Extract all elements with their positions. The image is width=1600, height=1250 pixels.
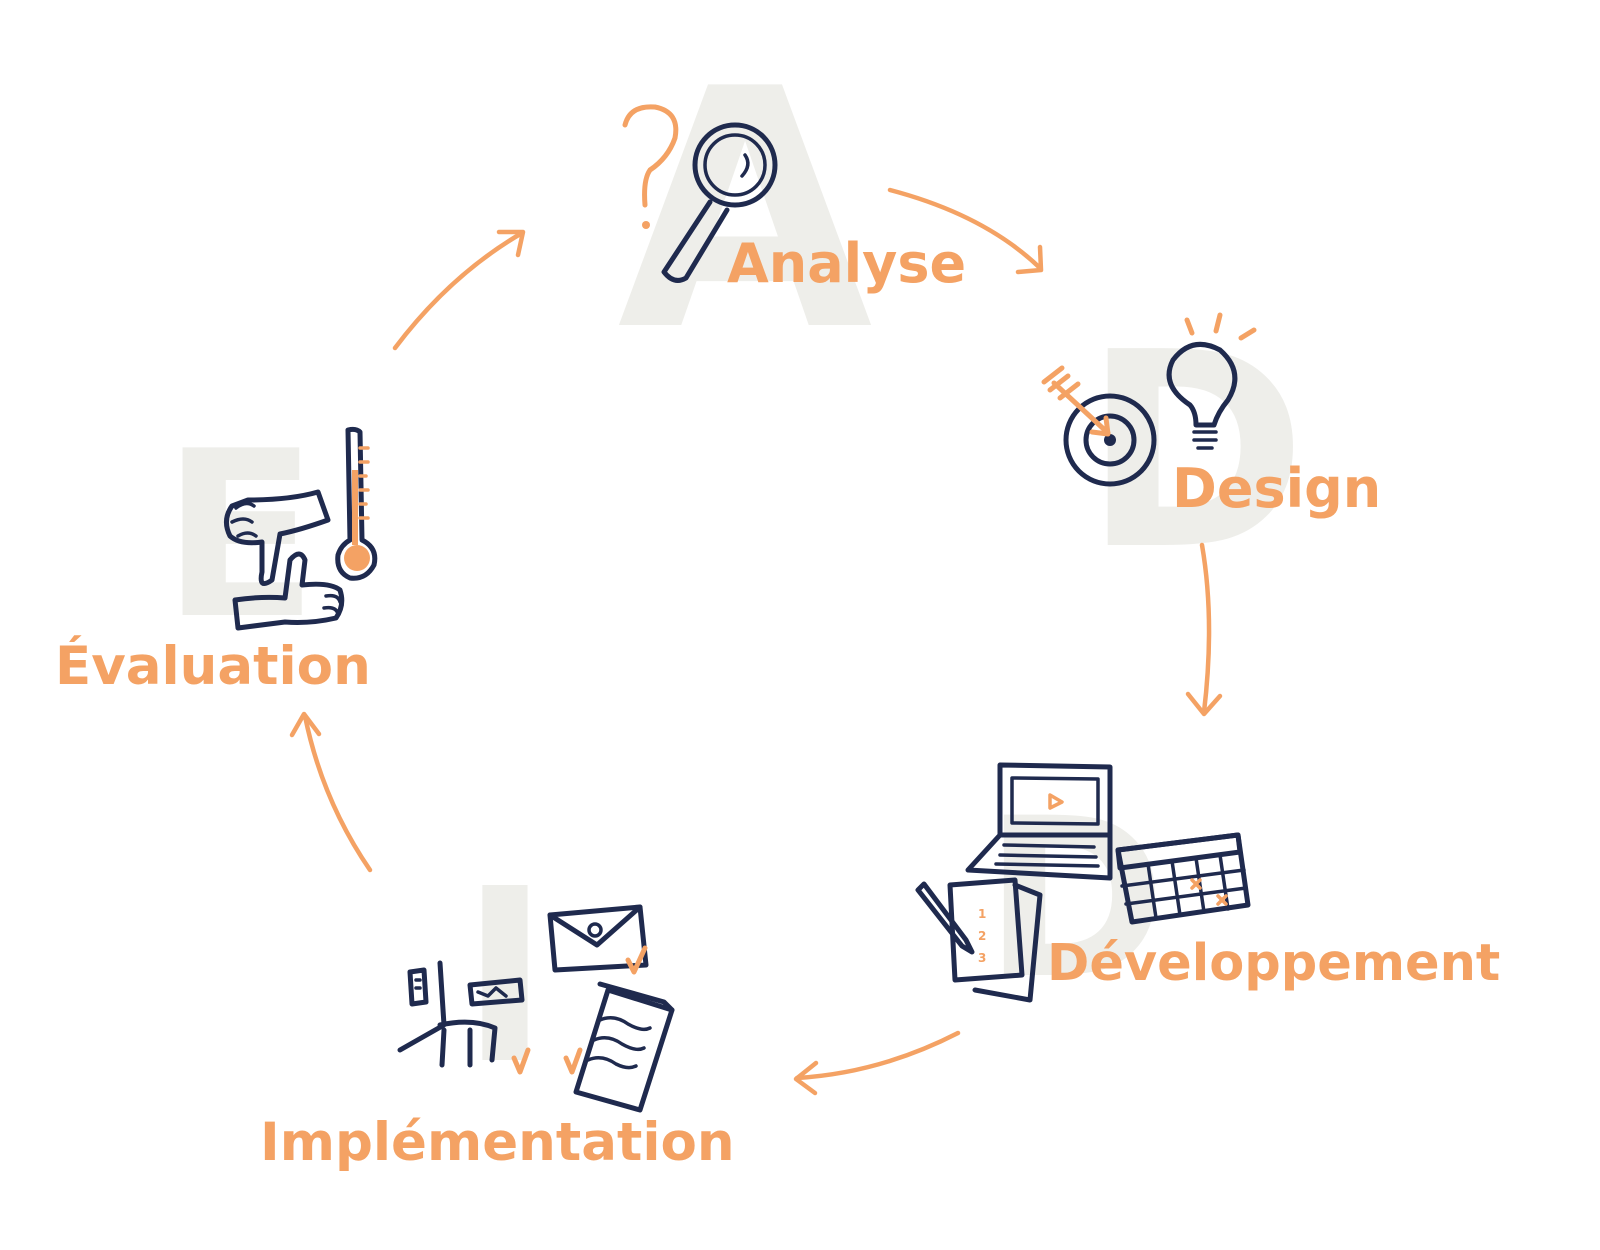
stage-label-analyse: Analyse <box>727 232 966 295</box>
letter-i-watermark: I <box>460 837 549 1117</box>
laptop-calendar-notes-icon: 1 2 3 <box>915 762 1251 1003</box>
arrow-analyse-to-design <box>887 187 1044 275</box>
stage-label-developpement: Développement <box>1047 934 1500 993</box>
arrow-design-to-developpement <box>1185 542 1223 717</box>
letter-a-watermark: A <box>617 19 875 403</box>
thumbs-thermometer-icon <box>224 426 378 631</box>
svg-text:2: 2 <box>978 929 986 943</box>
stage-label-evaluation: Évaluation <box>55 634 371 697</box>
classroom-mail-documents-icon <box>397 904 675 1113</box>
target-lightbulb-icon <box>1041 312 1257 487</box>
arrow-evaluation-to-analyse <box>392 229 526 351</box>
svg-text:1: 1 <box>978 907 986 921</box>
stage-label-implementation: Implémentation <box>260 1112 735 1173</box>
arrow-implementation-to-evaluation <box>289 711 373 873</box>
svg-text:3: 3 <box>978 951 986 965</box>
stage-label-design: Design <box>1172 457 1381 520</box>
magnifier-question-icon <box>622 104 778 283</box>
letter-d-watermark-design: D <box>1083 294 1307 609</box>
arrow-developpement-to-implementation <box>793 1030 961 1096</box>
